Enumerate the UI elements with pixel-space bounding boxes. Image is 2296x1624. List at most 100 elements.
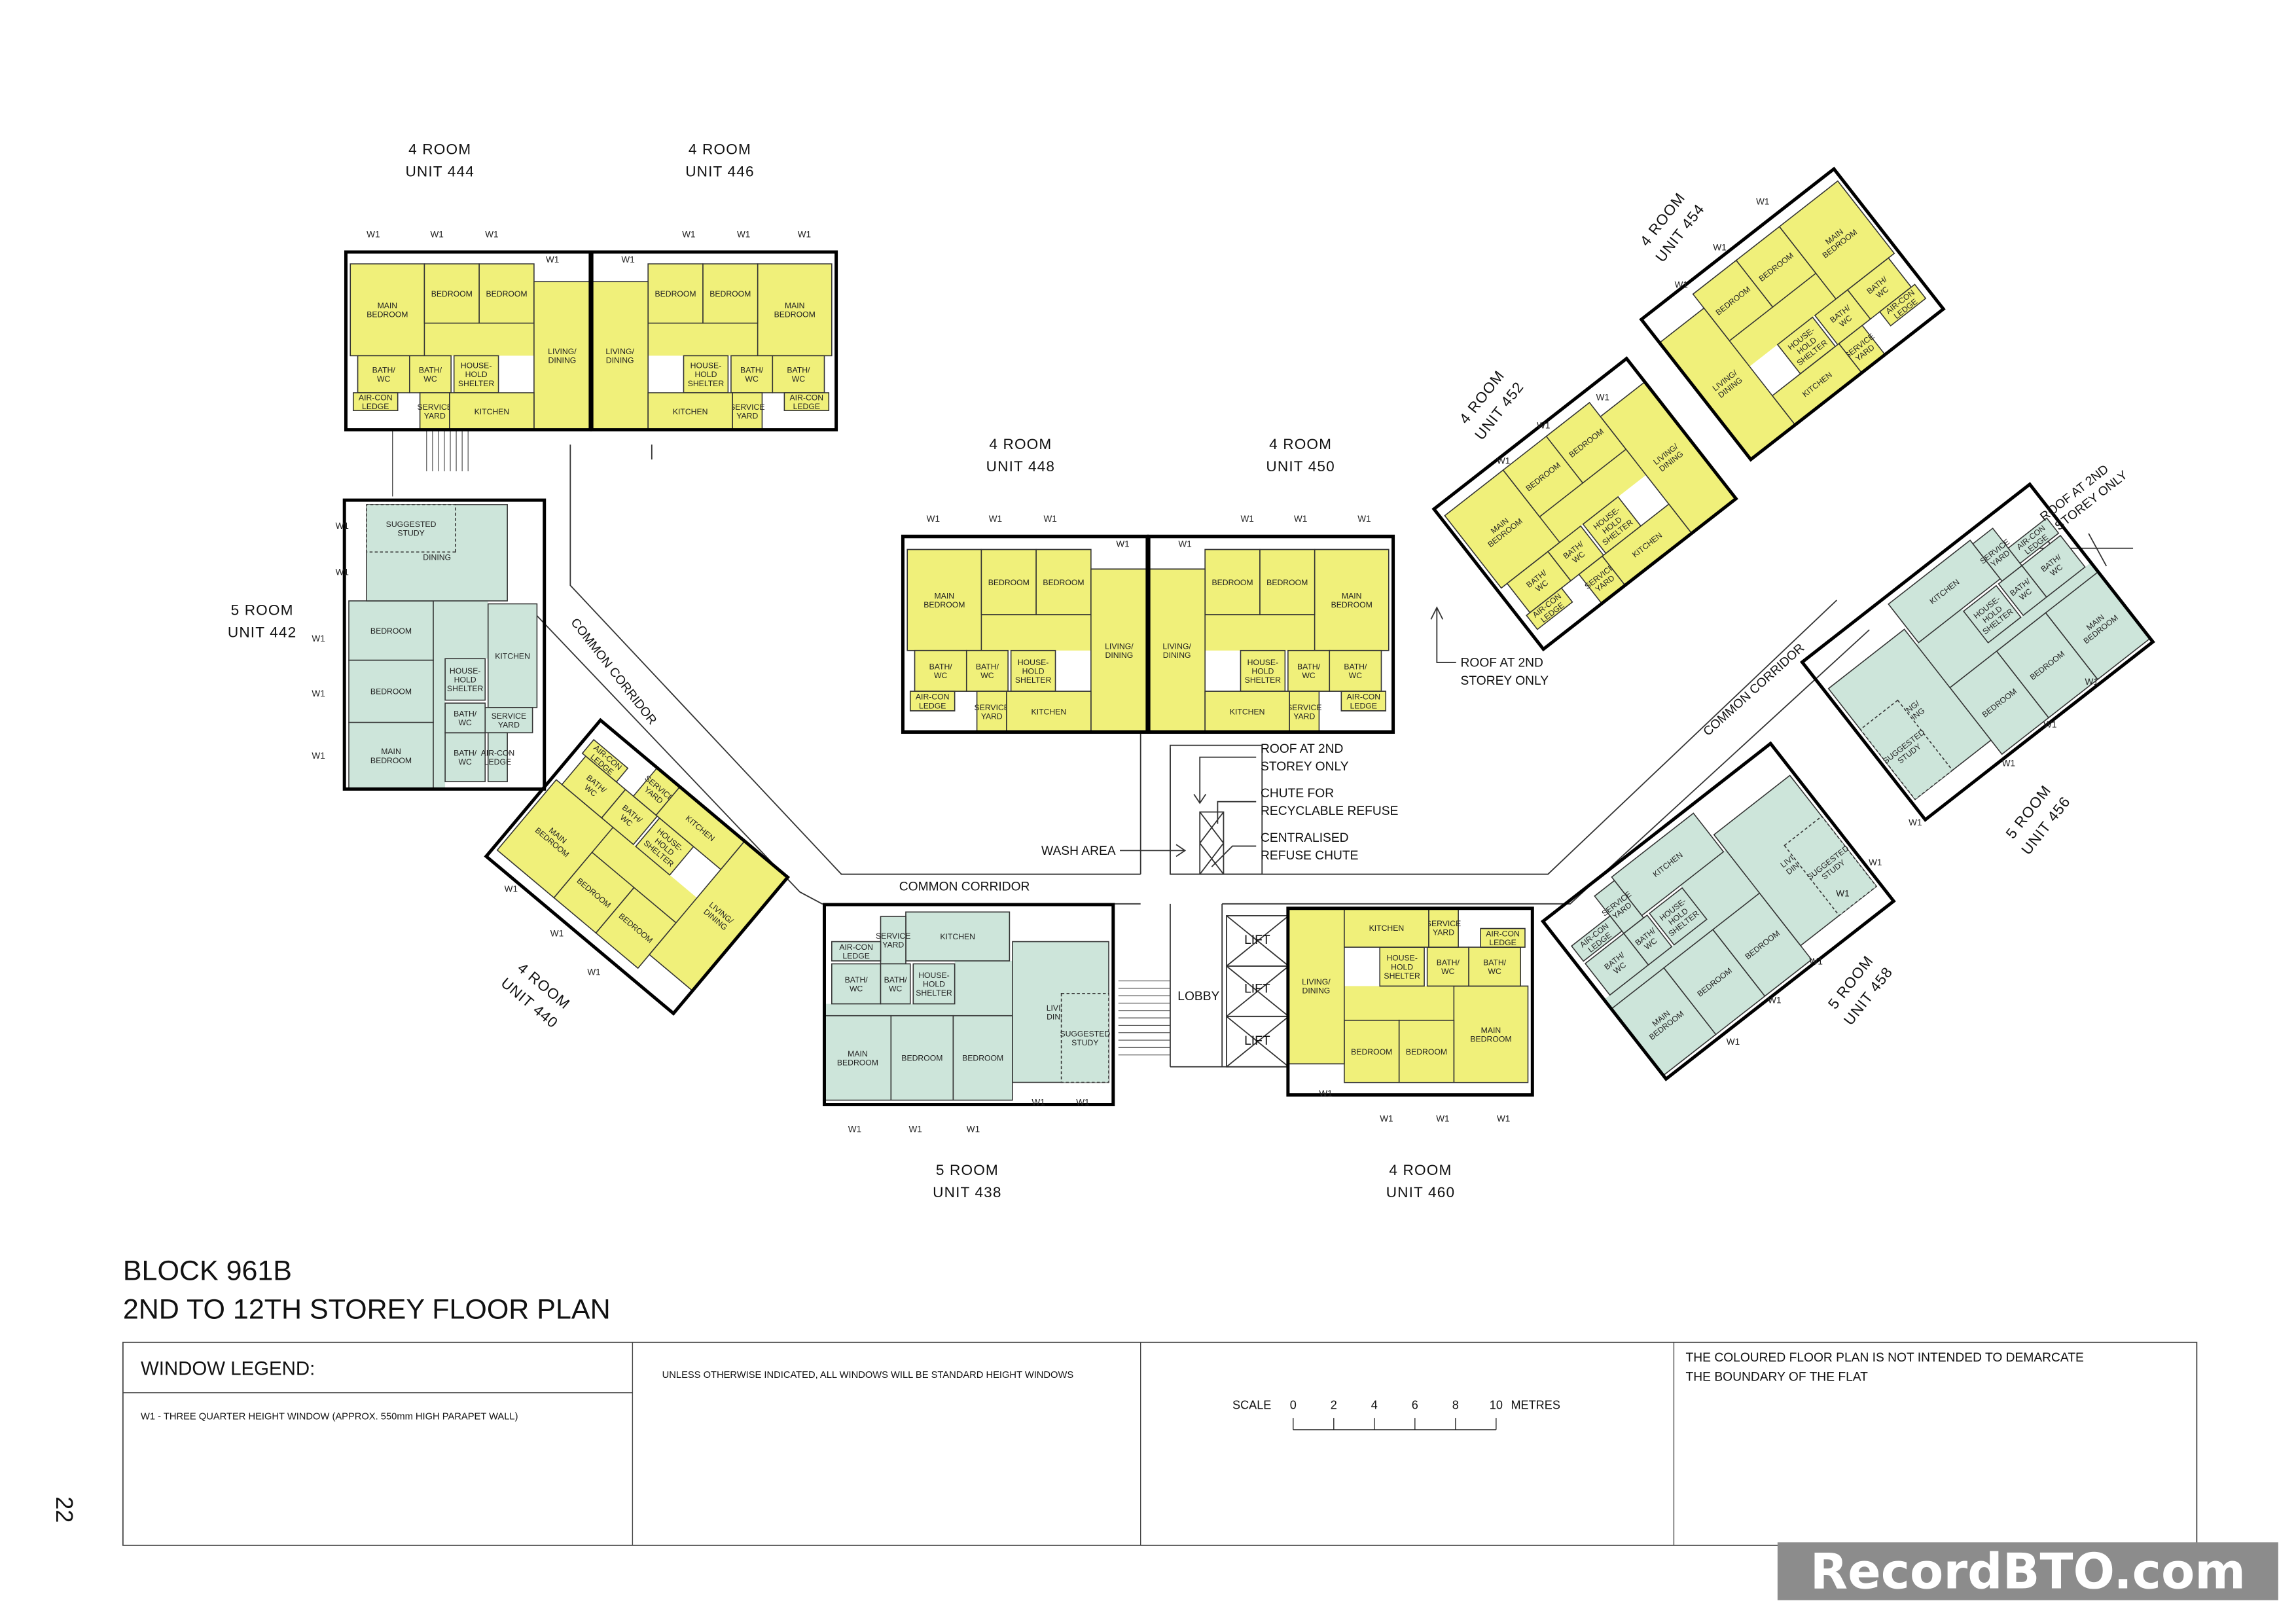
unit-number: UNIT 446 xyxy=(685,164,754,180)
unit-454[interactable]: MAINBEDROOMBEDROOMBEDROOMLIVING/DININGBA… xyxy=(1639,166,1946,462)
room-label: BATH/ xyxy=(740,365,764,374)
room-label: BEDROOM xyxy=(1406,1047,1447,1056)
corridor-label: COMMON CORRIDOR xyxy=(1701,641,1807,739)
window-tag-w1: W1 xyxy=(1178,539,1191,549)
roof-label: ROOF AT 2ND xyxy=(1461,657,1543,670)
room-bedroom: BEDROOM xyxy=(348,600,434,661)
room-label: BATH/ xyxy=(419,365,442,374)
unit-442[interactable]: MAINBEDROOMBEDROOMBEDROOMLIVING/DININGSU… xyxy=(342,498,547,791)
room-label: KITCHEN xyxy=(495,651,530,660)
unit-outline xyxy=(1639,166,1946,462)
refuse-chute-cross xyxy=(1199,811,1225,875)
room-label: LEDGE xyxy=(1350,701,1377,710)
room-label: BATH/ xyxy=(1297,662,1321,672)
window-tag-w1: W1 xyxy=(336,567,349,577)
room-kitchen: KITCHEN xyxy=(1344,907,1429,948)
window-tag-w1: W1 xyxy=(989,514,1002,524)
room-kitchen: KITCHEN xyxy=(1771,342,1863,426)
room-label: WC xyxy=(1441,967,1455,976)
window-tag-w1: W1 xyxy=(1319,1089,1332,1098)
scale-label: SCALE xyxy=(1232,1399,1271,1412)
hallway xyxy=(954,960,1013,1016)
window-tag-w1: W1 xyxy=(621,255,634,264)
window-tag-w1: W1 xyxy=(927,514,940,524)
hallway xyxy=(1916,609,1996,688)
room-label: SUGGESTED xyxy=(1060,1029,1110,1038)
refuse-chute xyxy=(1199,811,1225,875)
room-label: MAIN xyxy=(381,747,401,756)
room-label: MAIN xyxy=(848,1049,868,1058)
hallway xyxy=(981,615,1091,651)
window-tag-w1: W1 xyxy=(312,634,325,643)
hallway xyxy=(1680,850,1760,929)
leader-line xyxy=(1119,844,1187,857)
room-label: LIVING/ xyxy=(1105,642,1134,651)
corridor-label: COMMON CORRIDOR xyxy=(899,880,1030,893)
room-label: WC xyxy=(1302,671,1316,680)
unit-450[interactable]: MAINBEDROOMBEDROOMBEDROOMLIVING/DININGBA… xyxy=(1147,534,1395,734)
unit-446[interactable]: MAINBEDROOMBEDROOMBEDROOMLIVING/DININGBA… xyxy=(590,250,838,432)
room-label: LIVING/ xyxy=(1162,642,1191,651)
lift-label: LIFT xyxy=(1244,1034,1270,1048)
room-label: SHELTER xyxy=(1384,971,1420,981)
leader-line xyxy=(1217,801,1257,824)
unit-456[interactable]: MAINBEDROOMBEDROOMBEDROOMLIVING/DININGSU… xyxy=(1799,482,2155,822)
unit-458[interactable]: MAINBEDROOMBEDROOMBEDROOMLIVING/DININGSU… xyxy=(1540,741,1896,1081)
page-number: 22 xyxy=(51,1496,78,1523)
room-label: HOLD xyxy=(454,675,476,684)
window-tag-w1: W1 xyxy=(1497,1114,1510,1124)
scale-tick-label: 10 xyxy=(1490,1399,1503,1412)
room-label: HOLD xyxy=(1391,962,1413,971)
unit-460[interactable]: MAINBEDROOMBEDROOMBEDROOMLIVING/DININGBA… xyxy=(1286,906,1534,1097)
room-label: STUDY xyxy=(397,528,424,537)
room-bedroom: BEDROOM xyxy=(348,659,434,723)
room-bath-wc: BATH/WC xyxy=(1426,947,1469,987)
room-label: BEDROOM xyxy=(962,1054,1003,1063)
room-label: HOUSE- xyxy=(450,666,481,676)
room-bedroom: BEDROOM xyxy=(1035,549,1092,615)
window-tag-w1: W1 xyxy=(312,751,325,761)
window-tag-w1: W1 xyxy=(1768,995,1781,1005)
room-label: WC xyxy=(980,671,994,680)
room-label: KITCHEN xyxy=(1031,708,1067,717)
common-structure xyxy=(392,429,2134,1068)
room-label: KITCHEN xyxy=(475,407,510,416)
window-tag-w1: W1 xyxy=(1380,1114,1393,1124)
room-bath-wc: BATH/WC xyxy=(772,355,825,393)
room-label: BATH/ xyxy=(884,975,908,984)
staircase-top xyxy=(392,429,469,497)
room-label: SUGGESTED xyxy=(386,520,437,529)
room-living-dining: LIVING/DINING xyxy=(591,281,649,431)
unit-number: UNIT 460 xyxy=(1386,1184,1455,1200)
window-tag-w1: W1 xyxy=(682,229,695,239)
unit-outline xyxy=(1540,741,1896,1081)
room-label: BATH/ xyxy=(1344,662,1367,672)
room-kitchen: KITCHEN xyxy=(449,392,535,431)
room-label: YARD xyxy=(882,941,904,950)
room-label: LEDGE xyxy=(484,757,511,767)
room-bath-wc: BATH/WC xyxy=(1287,649,1331,692)
